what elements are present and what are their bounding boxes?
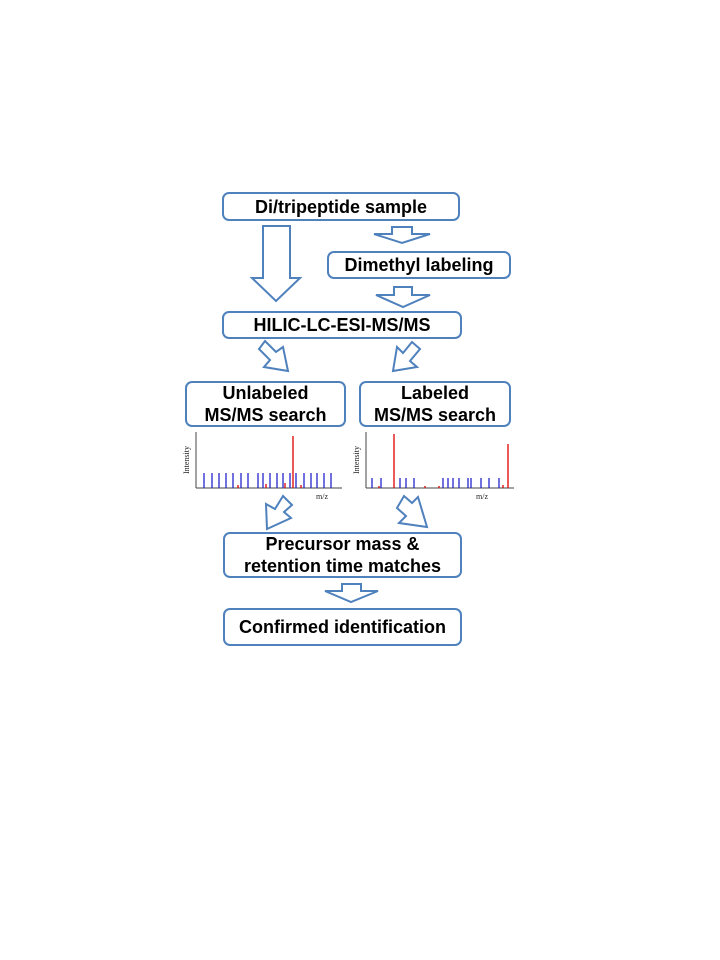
labeled-peaks	[371, 434, 509, 488]
labeled-search-box: Labeled MS/MS search	[359, 381, 511, 427]
unlabeled-ylabel: Intensity	[182, 446, 191, 474]
unlabeled-spectrum: Intensity m/z	[182, 432, 342, 501]
labeled-spectrum: Intensity m/z	[352, 432, 514, 501]
dimethyl-labeling-box: Dimethyl labeling	[327, 251, 511, 279]
confirmed-identification-box: Confirmed identification	[223, 608, 462, 646]
arrow-to-hilic	[375, 286, 431, 309]
sample-box: Di/tripeptide sample	[222, 192, 460, 221]
arrow-to-unlabeled	[257, 339, 290, 373]
labeled-xlabel: m/z	[476, 492, 488, 501]
unlabeled-peaks	[203, 436, 332, 488]
precursor-match-box: Precursor mass & retention time matches	[223, 532, 462, 578]
unlabeled-xlabel: m/z	[316, 492, 328, 501]
hilic-ms-box: HILIC-LC-ESI-MS/MS	[222, 311, 462, 339]
big-down-arrow-shape	[249, 225, 303, 303]
arrow-to-confirmed	[324, 583, 379, 604]
unlabeled-search-box: Unlabeled MS/MS search	[185, 381, 346, 427]
labeled-ylabel: Intensity	[352, 446, 361, 474]
arrow-to-labeled	[391, 340, 422, 373]
arrow-to-dimethyl	[373, 226, 431, 245]
